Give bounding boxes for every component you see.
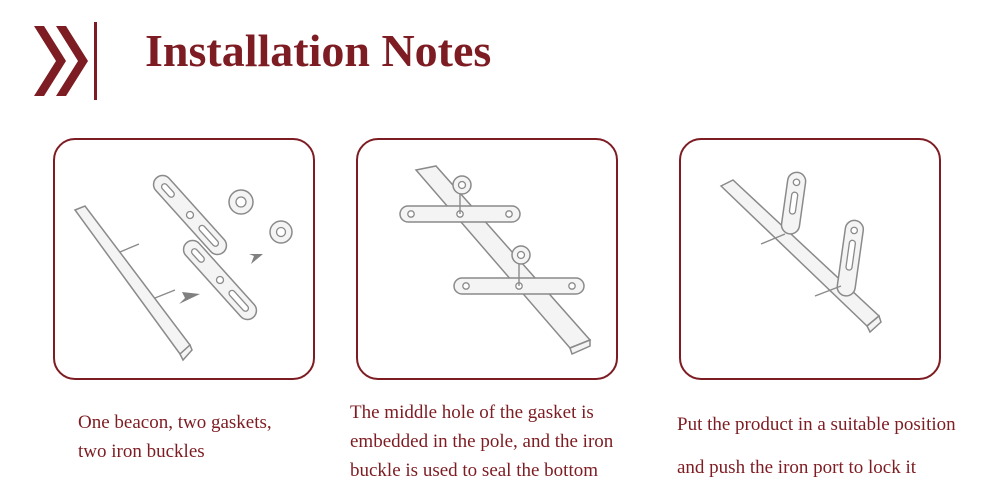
chevron-right-icon [34,22,97,100]
assembly-illustration-panel [356,138,618,380]
mounted-illustration-panel [679,138,941,380]
parts-illustration-panel [53,138,315,380]
caption-line: two iron buckles [78,441,205,462]
assembly-illustration [399,165,592,356]
mounted-illustration [719,171,882,334]
caption-mounting: Put the product in a suitable position a… [677,403,956,489]
caption-line: One beacon, two gaskets, [78,412,272,433]
caption-line: The middle hole of the gasket is [350,402,594,423]
caption-parts: One beacon, two gaskets, two iron buckle… [78,408,272,466]
caption-assembly: The middle hole of the gasket is embedde… [350,398,613,485]
caption-line: and push the iron port to lock it [677,457,917,478]
caption-line: embedded in the pole, and the iron [350,431,614,452]
parts-illustration [73,174,293,362]
caption-line: Put the product in a suitable position [677,414,956,435]
caption-line: buckle is used to seal the bottom [350,460,599,481]
page-title: Installation Notes [145,25,492,76]
